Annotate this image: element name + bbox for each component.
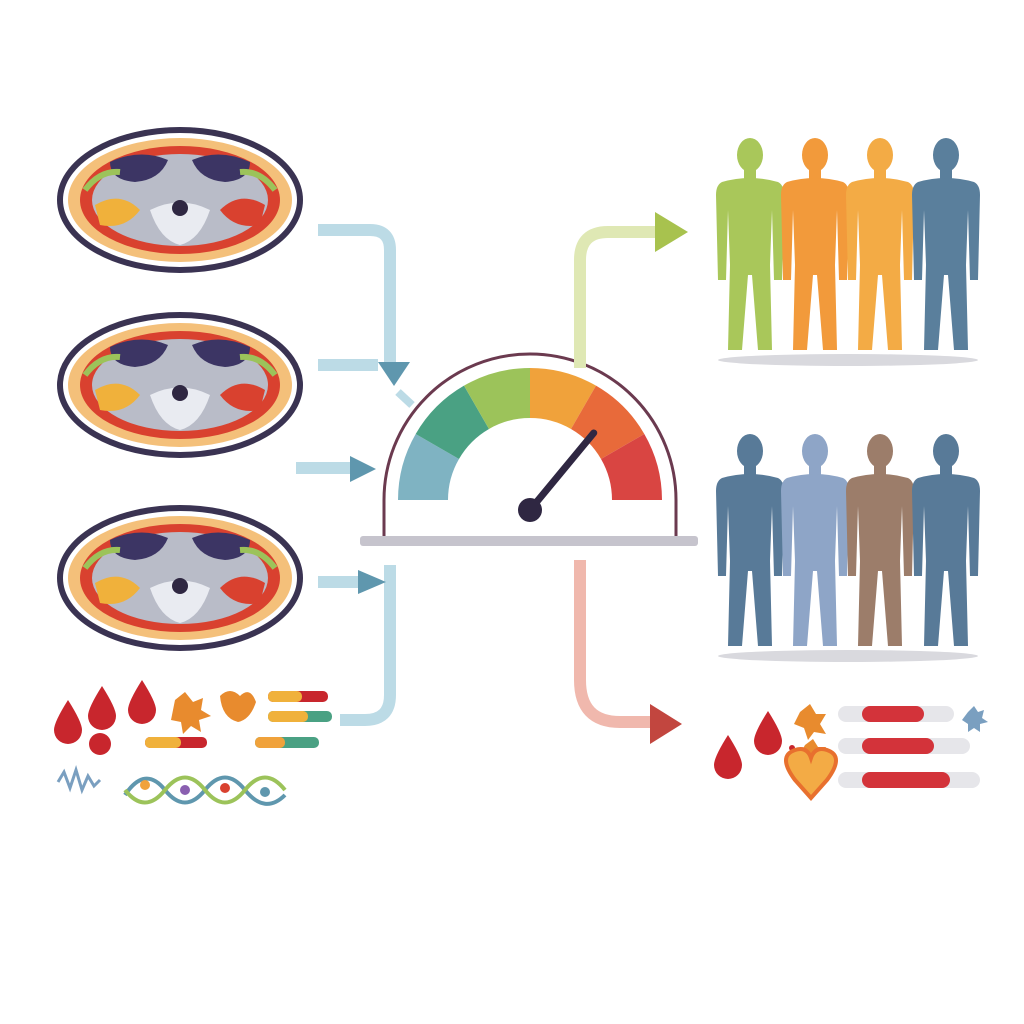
- blood-drop-icon: [754, 711, 782, 755]
- risk-gauge-icon: [360, 352, 698, 546]
- person-silhouette-icon: [781, 138, 849, 350]
- person-silhouette-icon: [781, 434, 849, 646]
- gauge-segment: [530, 368, 596, 429]
- arrow-connector: [395, 389, 415, 408]
- gauge-needle: [526, 429, 598, 514]
- input-arrows: [296, 224, 415, 726]
- blood-drop-icon: [88, 686, 116, 730]
- blood-drop-icon: [714, 735, 742, 779]
- arrow-scan-1: [318, 224, 396, 362]
- gauge-segment: [601, 434, 662, 500]
- ct-scan-icon: [60, 315, 300, 455]
- blood-drop-icon: [128, 680, 156, 724]
- person-silhouette-icon: [846, 138, 914, 350]
- person-silhouette-icon: [716, 138, 784, 350]
- gauge-base: [360, 536, 698, 546]
- blood-drop-icon: [54, 700, 82, 744]
- person-silhouette-icon: [846, 434, 914, 646]
- test-tube-icon: [838, 706, 980, 788]
- ground-shadow: [718, 354, 978, 366]
- cell-icon: [962, 706, 988, 732]
- output-biomarkers: [714, 704, 988, 802]
- input-scans: [60, 130, 300, 648]
- cell-icon: [794, 704, 826, 740]
- organ-icon: [220, 691, 256, 722]
- ct-scan-icon: [60, 508, 300, 648]
- cell-icon: [171, 692, 211, 734]
- person-silhouette-icon: [912, 434, 980, 646]
- test-tube-icon: [145, 691, 332, 748]
- arrow-biomarkers: [340, 565, 396, 726]
- gauge-segment: [464, 368, 530, 429]
- high-risk-group: [716, 434, 980, 662]
- input-arrow-heads: [350, 362, 410, 594]
- dna-strand-icon: [123, 775, 287, 806]
- output-arrow-low: [574, 212, 688, 368]
- ground-shadow: [718, 650, 978, 662]
- ct-scan-icon: [60, 130, 300, 270]
- person-silhouette-icon: [716, 434, 784, 646]
- gauge-segment: [398, 434, 459, 500]
- gauge-segment: [415, 385, 489, 459]
- gauge-outline: [382, 352, 678, 540]
- person-silhouette-icon: [912, 138, 980, 350]
- gauge-pivot: [518, 498, 542, 522]
- blood-cell-icon: [89, 733, 111, 755]
- input-biomarkers: [54, 680, 332, 806]
- low-risk-group: [716, 138, 980, 366]
- output-arrow-high: [574, 560, 682, 744]
- heart-icon: [784, 747, 838, 802]
- waveform-icon: [56, 765, 102, 795]
